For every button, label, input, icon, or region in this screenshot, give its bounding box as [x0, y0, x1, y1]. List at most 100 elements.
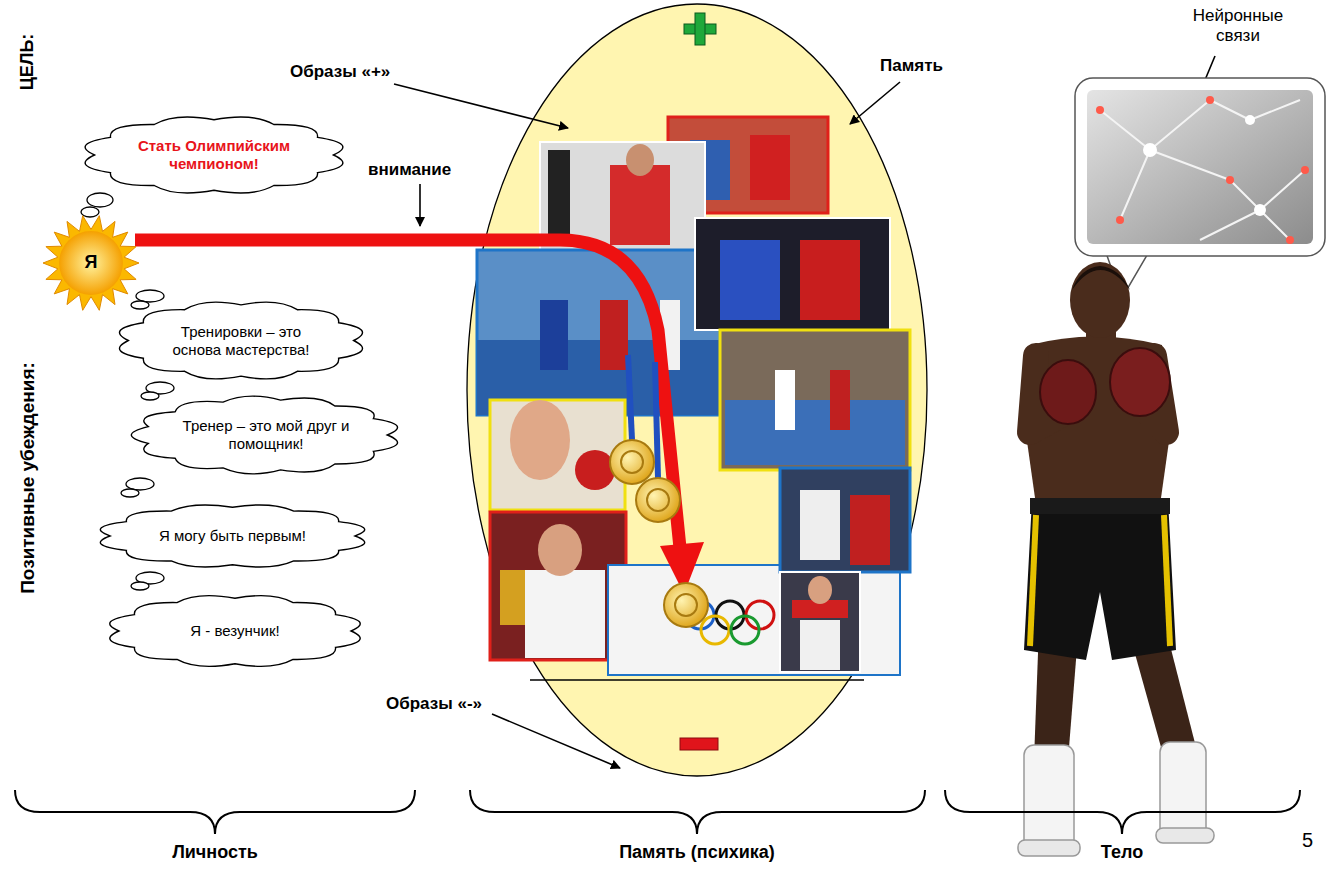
photo-collage — [780, 468, 910, 572]
section-braces — [470, 790, 925, 834]
boxer-figure — [1164, 515, 1170, 646]
thought-bubbles — [126, 478, 154, 490]
thought-bubbles — [131, 301, 149, 309]
belief-cloud: Тренировки – это основа мастерства! — [110, 296, 372, 385]
boxer-figure — [1024, 500, 1176, 660]
neuron-callout — [1301, 166, 1309, 174]
self-label: Я — [62, 252, 121, 274]
thought-bubbles — [81, 207, 99, 217]
medals — [647, 489, 669, 511]
memory-label: Память — [880, 56, 943, 76]
text-group: Я - везунчик! — [149, 622, 322, 640]
sun-rays — [43, 216, 139, 311]
photo-collage — [695, 218, 890, 330]
goal-heading: ЦЕЛЬ: — [17, 34, 39, 91]
cloud-text: Стать Олимпийским чемпионом! — [125, 137, 303, 173]
boxer-figure — [1070, 262, 1130, 338]
medals — [636, 478, 680, 522]
boxer-figure — [1110, 348, 1170, 416]
attention-arrow — [135, 240, 680, 548]
photo-collage — [800, 490, 840, 560]
neuron-callout — [1096, 106, 1104, 114]
attention-label: внимание — [368, 160, 451, 180]
boxer-figure — [1018, 262, 1214, 856]
page-number: 5 — [1302, 828, 1313, 852]
neuron-callout — [1116, 216, 1124, 224]
neuron-callout — [1075, 78, 1325, 298]
cloud-outline — [110, 596, 360, 667]
belief-cloud: Я могу быть первым! — [90, 500, 375, 572]
neuron-callout — [1075, 78, 1325, 256]
medals — [610, 440, 654, 484]
photo-collage — [850, 495, 890, 565]
neuron-callout — [1143, 115, 1266, 216]
cloud-outline — [100, 505, 364, 567]
photo-collage — [720, 240, 780, 320]
photo-collage — [775, 370, 795, 430]
neuron-callout — [1210, 100, 1300, 120]
section-caption: Память (психика) — [619, 842, 775, 864]
neuron-callout — [1245, 115, 1255, 125]
text-group: Тренировки – это основа мастерства! — [157, 323, 325, 359]
medals — [664, 583, 708, 627]
medals — [621, 451, 643, 473]
photo-collage — [808, 576, 832, 604]
leader-lines — [394, 84, 568, 128]
photo-collage — [490, 400, 625, 510]
medals — [610, 355, 708, 627]
text-group: Стать Олимпийским чемпионом! — [125, 137, 303, 173]
goal-cloud: Стать Олимпийским чемпионом! — [75, 111, 353, 199]
minus-sign — [680, 738, 718, 750]
cloud-outline — [120, 302, 363, 379]
text-group: Я могу быть первым! — [142, 527, 324, 545]
photo-collage — [800, 620, 840, 670]
photo-collage — [510, 400, 570, 480]
leader-lines — [492, 714, 620, 768]
leader-lines — [419, 184, 421, 226]
sun-disc — [59, 231, 123, 295]
medals — [628, 355, 632, 440]
positive-images-label: Образы «+» — [290, 62, 390, 82]
section-braces — [15, 790, 415, 834]
negative-images-label: Образы «-» — [386, 694, 482, 714]
medals — [655, 362, 658, 478]
photo-collage — [538, 524, 582, 576]
section-braces — [15, 790, 1300, 834]
photo-collage — [830, 370, 850, 430]
neuron-callout — [1100, 100, 1305, 240]
photo-collage — [626, 144, 654, 176]
photo-collage — [780, 572, 860, 672]
neural-links-label: Нейронные связи — [1172, 6, 1304, 47]
memory-ellipse — [530, 679, 864, 681]
text-group: Я — [62, 252, 121, 274]
neuron-callout — [1100, 100, 1230, 220]
neuron-callout — [1200, 170, 1305, 240]
thought-bubbles — [87, 193, 113, 207]
photo-collage — [610, 165, 670, 245]
cloud-text: Тренировки – это основа мастерства! — [157, 323, 325, 359]
section-braces — [945, 790, 1300, 834]
plus-sign — [684, 13, 716, 45]
photo-collage — [725, 400, 905, 465]
leader-lines — [850, 82, 900, 124]
belief-cloud: Тренер – это мой друг и помощник! — [125, 391, 407, 479]
photo-collage — [750, 135, 790, 200]
photo-collage — [500, 570, 525, 625]
boxer-figure — [1072, 266, 1130, 290]
neuron-callout — [1254, 204, 1266, 216]
thought-bubbles — [131, 582, 149, 590]
cloud-outline — [131, 396, 397, 474]
boxer-figure — [1024, 745, 1074, 850]
photo-collage — [701, 616, 729, 644]
photo-collage — [731, 616, 759, 644]
photo-collage — [477, 117, 910, 675]
self-sun: Я — [42, 214, 140, 312]
text-group: Тренер – это мой друг и помощник! — [176, 417, 356, 453]
cloud-outline — [85, 117, 343, 193]
boxer-figure — [1024, 337, 1172, 506]
photo-collage — [746, 601, 774, 629]
photo-collage — [490, 512, 626, 660]
boxer-figure — [1018, 840, 1080, 856]
neuron-callout — [1286, 236, 1294, 244]
photo-collage — [548, 150, 570, 240]
